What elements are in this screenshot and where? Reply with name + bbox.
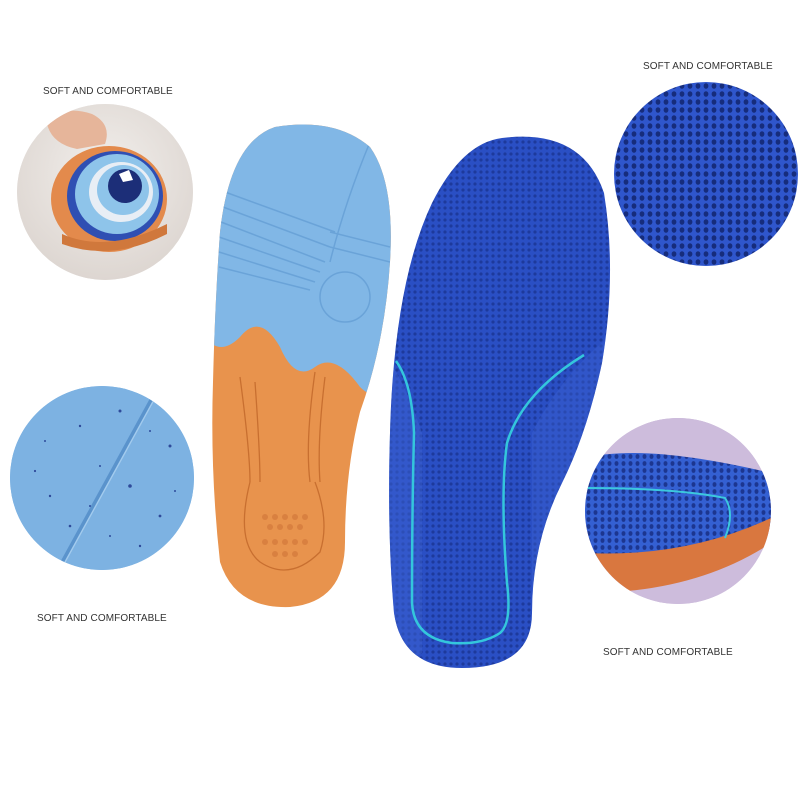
blue-mesh-closeup <box>614 82 798 266</box>
caption-top-left: SOFT AND COMFORTABLE <box>43 86 173 97</box>
heel-cup-closeup <box>585 418 771 604</box>
blue-foam-closeup <box>10 386 194 570</box>
insole-bottom-view <box>205 122 395 612</box>
insole-top-view <box>382 133 614 673</box>
rolled-insole-photo <box>17 104 193 280</box>
caption-bottom-left: SOFT AND COMFORTABLE <box>37 613 167 624</box>
caption-top-right: SOFT AND COMFORTABLE <box>643 61 773 72</box>
caption-bottom-right: SOFT AND COMFORTABLE <box>603 647 733 658</box>
